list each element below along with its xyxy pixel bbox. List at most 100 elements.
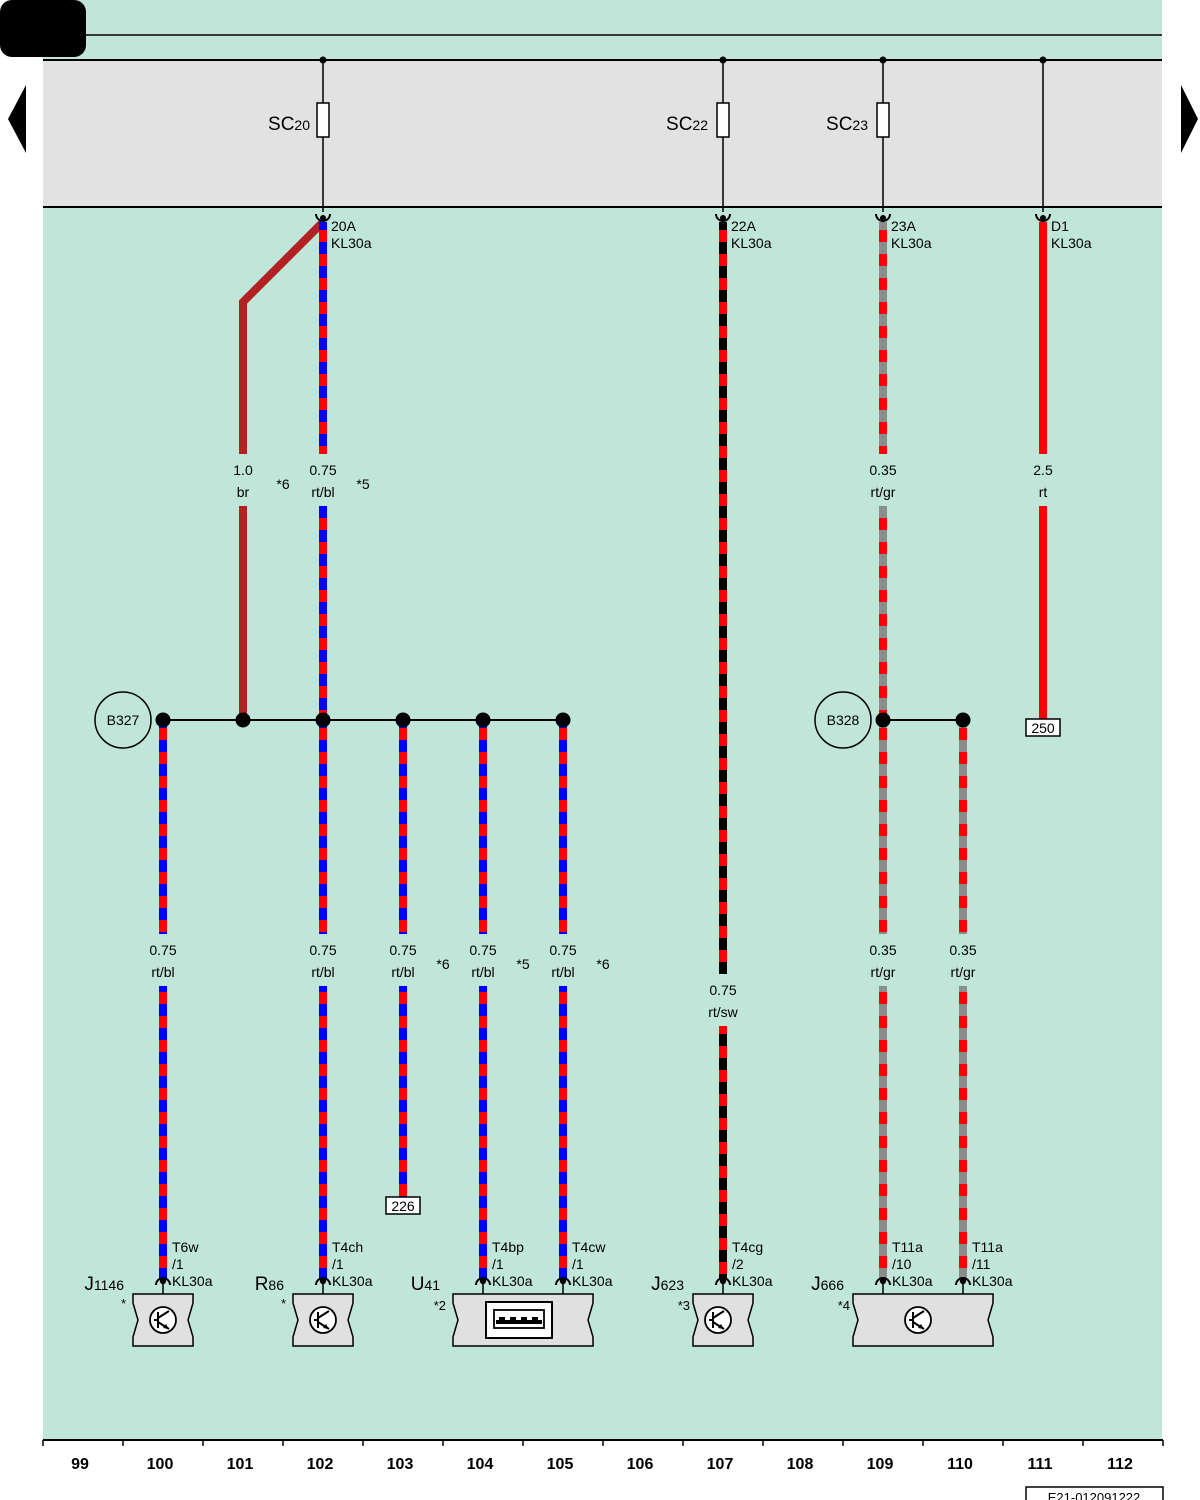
wire-label: 0.35 rt/gr — [949, 942, 976, 980]
wire-label: 0.75 rt/bl *5 — [309, 462, 369, 500]
wire-gauge: 0.75 — [469, 942, 496, 958]
connector-terminal — [315, 213, 331, 222]
pin-terminal: KL30a — [972, 1273, 1013, 1289]
splice-label: B328 — [827, 712, 860, 728]
splice-b327: B327 — [94, 691, 152, 749]
fuse-carrier-band — [43, 60, 1163, 207]
control-unit-icon — [149, 1306, 177, 1334]
pin-terminal: KL30a — [732, 1273, 773, 1289]
splice-label: B327 — [107, 712, 140, 728]
wire-label-gap — [549, 934, 577, 986]
column-number: 108 — [787, 1456, 814, 1473]
wire-color: rt/sw — [708, 1004, 738, 1020]
column-number: 100 — [147, 1456, 174, 1473]
control-unit-icon — [309, 1306, 337, 1334]
connector-terminal — [955, 1277, 971, 1294]
fuse-sc22: SC22 — [666, 56, 730, 212]
wire-color: rt/gr — [951, 964, 976, 980]
component-j623[interactable]: J623 *3 — [651, 1274, 754, 1347]
component-r86[interactable]: R86 * — [255, 1274, 354, 1347]
feed-terminal: KL30a — [1051, 235, 1092, 251]
wire-br — [239, 219, 326, 720]
junction-dot — [475, 712, 491, 728]
column-number: 110 — [947, 1456, 973, 1473]
column-number: 102 — [307, 1456, 334, 1473]
wire-label-gap — [1029, 454, 1057, 506]
page-reference-250[interactable]: 250 — [1025, 718, 1061, 737]
page-reference-226[interactable]: 226 — [385, 1196, 421, 1215]
component-j666[interactable]: J666 *4 — [811, 1274, 994, 1347]
wire-gauge: 0.35 — [869, 462, 896, 478]
next-page-arrow-icon[interactable] — [1181, 85, 1198, 153]
component-j1146-name: J1146 — [84, 1274, 124, 1295]
wire-gauge: 0.75 — [549, 942, 576, 958]
previous-page-arrow-icon[interactable] — [8, 85, 26, 153]
wire-gauge: 0.75 — [149, 942, 176, 958]
component-j623-name: J623 — [651, 1274, 684, 1295]
connector-terminal — [315, 1277, 331, 1294]
wire-gauge: 0.75 — [309, 462, 336, 478]
wire-label-gap — [309, 934, 337, 986]
wire-layer — [159, 219, 1047, 1278]
pin-terminal: KL30a — [492, 1273, 533, 1289]
column-numbers: 99 100 101 102 103 104 105 106 107 108 1… — [71, 1456, 1133, 1473]
pin-terminal: KL30a — [892, 1273, 933, 1289]
wire-color: rt — [1039, 484, 1048, 500]
usb-socket-icon — [485, 1301, 553, 1339]
wire-label-gap — [869, 934, 897, 986]
column-number: 104 — [467, 1456, 494, 1473]
wire-color: rt/bl — [311, 484, 334, 500]
connector-terminal — [875, 1277, 891, 1294]
pin-number: /1 — [172, 1256, 184, 1272]
component-u41-name: U41 — [411, 1274, 441, 1295]
component-j666-note: *4 — [838, 1298, 850, 1313]
component-j623-note: *3 — [678, 1298, 690, 1313]
page-tab-badge — [0, 0, 86, 57]
wire-gauge: 1.0 — [233, 462, 253, 478]
junction-dot — [875, 712, 891, 728]
pin-connector: T4cg — [732, 1239, 763, 1255]
pin-connector: T4cw — [572, 1239, 606, 1255]
column-number: 105 — [547, 1456, 574, 1473]
control-unit-icon — [704, 1306, 732, 1334]
wire-gauge: 2.5 — [1033, 462, 1053, 478]
pin-terminal: KL30a — [172, 1273, 213, 1289]
feed-name: D1 — [1051, 218, 1069, 234]
component-u41[interactable]: U41 *2 — [411, 1274, 594, 1347]
wire-gauge: 0.35 — [949, 942, 976, 958]
column-number: 99 — [71, 1456, 89, 1473]
fuse-terminal: KL30a — [731, 235, 772, 251]
wire-color: rt/bl — [391, 964, 414, 980]
junction-dot — [395, 712, 411, 728]
pin-connector: T4ch — [332, 1239, 363, 1255]
wire-label-gap — [229, 454, 257, 506]
wire-note: *5 — [356, 476, 369, 492]
fuse-rating: 20A — [331, 218, 357, 234]
connector-terminal — [155, 1277, 171, 1294]
pin-connector: T4bp — [492, 1239, 524, 1255]
wire-label-gap — [709, 974, 737, 1026]
pin-connector: T6w — [172, 1239, 199, 1255]
pin-number: /1 — [332, 1256, 344, 1272]
wire-label-gap — [309, 454, 337, 506]
connector-terminal — [715, 213, 731, 222]
wire-note: *6 — [276, 476, 289, 492]
wire-color: rt/bl — [551, 964, 574, 980]
fuse-terminal: KL30a — [891, 235, 932, 251]
column-number: 103 — [387, 1456, 414, 1473]
wire-label-gap — [469, 934, 497, 986]
page-reference-label: 226 — [391, 1198, 415, 1214]
column-number: 109 — [867, 1456, 894, 1473]
component-j1146[interactable]: J1146 * — [84, 1274, 194, 1347]
